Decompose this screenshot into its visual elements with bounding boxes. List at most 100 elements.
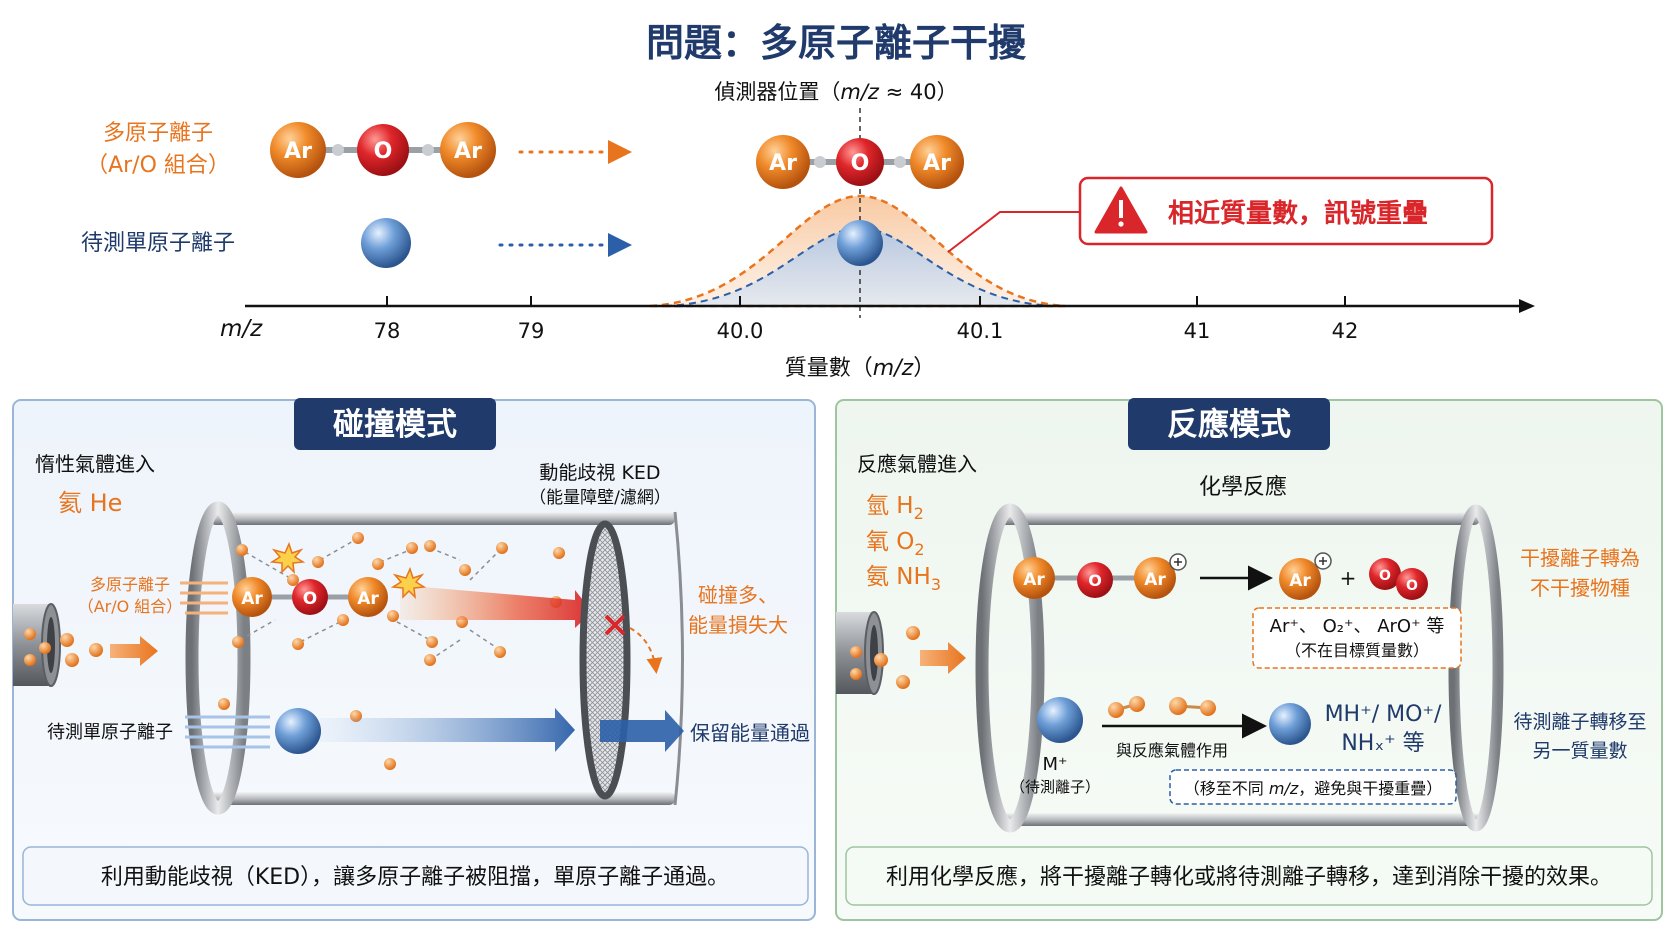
svg-text:O: O	[1406, 578, 1418, 594]
page-title: 問題：多原子離子干擾	[646, 21, 1027, 65]
gas-h2-label: 氫 H2	[866, 493, 924, 523]
interference-convert-sublabel: 不干擾物種	[1530, 576, 1630, 600]
helium-label: 氦 He	[58, 489, 122, 517]
poly-ion-molecule-center: Ar O Ar	[756, 135, 964, 189]
gas-o2-label: 氧 O2	[866, 529, 925, 559]
product-ion-icon	[1269, 703, 1311, 745]
axis-tick-label: 40.0	[717, 319, 764, 343]
mono-ion-cell-icon	[275, 708, 321, 754]
speed-lines-poly	[180, 581, 228, 615]
warning-leader-line	[947, 211, 1080, 253]
detector-label: 偵測器位置（m/z ≈ 40）	[714, 80, 957, 104]
gas-in-arrow	[110, 636, 158, 666]
mplus-note: （待測離子）	[1010, 778, 1100, 796]
shift-note: （移至不同 m/z，避免與干擾重疊）	[1184, 779, 1442, 798]
o-atom-icon	[836, 138, 884, 186]
ked-energy-barrier	[579, 520, 631, 800]
helium-particles	[239, 539, 501, 661]
svg-text:Ar: Ar	[769, 151, 797, 176]
reaction-summary: 利用化學反應，將干擾離子轉化或將待測離子轉移，達到消除干擾的效果。	[886, 864, 1612, 890]
svg-text:Ar: Ar	[1023, 570, 1045, 590]
svg-text:Ar: Ar	[454, 139, 482, 164]
o2-product: O O	[1369, 558, 1428, 600]
svg-text:Ar: Ar	[241, 589, 263, 609]
ar-plus-product: Ar	[1279, 552, 1332, 600]
svg-text:O: O	[1088, 571, 1102, 590]
axis-ticks: 78 79 40.0 40.1 41 42	[374, 296, 1359, 343]
analyte-peak	[664, 226, 1056, 307]
collision-loss-sublabel: 能量損失大	[688, 613, 788, 637]
axis-tick-label: 40.1	[957, 319, 1004, 343]
analyte-shift-label: 待測離子轉移至	[1513, 711, 1646, 733]
shift-box	[1169, 769, 1457, 805]
mono-ion-beam-arrow	[320, 708, 575, 752]
reaction-mode-header	[1128, 398, 1330, 450]
warning-box	[1078, 176, 1494, 246]
axis-tick-label: 78	[374, 319, 401, 343]
ar-atom-icon	[270, 122, 326, 178]
speed-lines-mono	[185, 715, 270, 749]
gas-inlet-nozzle-icon	[13, 603, 61, 687]
svg-text:O: O	[851, 151, 870, 176]
collision-summary: 利用動能歧視（KED），讓多原子離子被阻擋，單原子離子通過。	[101, 865, 729, 890]
warning-text: 相近質量數，訊號重疊	[1168, 198, 1428, 229]
mplus-label: M⁺	[1042, 754, 1067, 775]
poly-ion-sublabel: （Ar/O 組合）	[86, 153, 230, 178]
deflect-arrow	[629, 627, 663, 674]
products-label: Ar⁺、 O₂⁺、 ArO⁺ 等	[1270, 616, 1445, 637]
collision-summary-box	[22, 846, 809, 906]
reaction-gas-in-arrow	[920, 642, 966, 674]
mono-ion-cell-label: 待測單原子離子	[47, 722, 173, 743]
inert-gas-label: 惰性氣體進入	[35, 452, 155, 476]
svg-text:Ar: Ar	[1144, 570, 1166, 590]
axis-arrowhead-icon	[1519, 299, 1535, 313]
collision-mode-title: 碰撞模式	[333, 407, 457, 443]
gas-nh3-label: 氨 NH3	[866, 564, 941, 594]
plus-sign: +	[1340, 566, 1357, 590]
poly-ion-molecule-reaction: Ar O Ar	[1013, 553, 1187, 599]
svg-text:Ar: Ar	[284, 139, 312, 164]
analyte-shift-sublabel: 另一質量數	[1532, 740, 1627, 762]
axis-tick-label: 42	[1332, 319, 1359, 343]
chem-reaction-label: 化學反應	[1199, 474, 1287, 500]
axis-tick-label: 79	[518, 319, 545, 343]
shift-products-label: MH⁺/ MO⁺/	[1325, 702, 1442, 727]
pass-label: 保留能量通過	[690, 721, 810, 745]
ar-atom-icon	[756, 135, 810, 189]
svg-text:Ar: Ar	[1289, 571, 1311, 591]
warning-icon	[1094, 186, 1148, 234]
collision-spark-icon	[269, 541, 306, 575]
collision-mode-header	[294, 398, 496, 450]
poly-ion-molecule-collision: Ar O Ar	[232, 577, 388, 617]
mono-ion-center-icon	[837, 220, 883, 266]
reaction-gas-molecules	[1108, 696, 1216, 718]
shift-products-sublabel: NHₓ⁺ 等	[1341, 731, 1424, 756]
ar-atom-icon	[910, 135, 964, 189]
svg-text:O: O	[1379, 568, 1391, 584]
ar-atom-icon	[440, 122, 496, 178]
interference-convert-label: 干擾離子轉為	[1520, 546, 1640, 570]
collision-spark-icon	[390, 566, 427, 600]
poly-ion-label: 多原子離子	[103, 121, 213, 146]
axis-tick-label: 41	[1184, 319, 1211, 343]
poly-ion-molecule-left: Ar O Ar	[270, 122, 496, 178]
ked-label: 動能歧視 KED	[539, 462, 660, 484]
mono-ion-label: 待測單原子離子	[81, 231, 235, 256]
collision-cell	[185, 501, 684, 815]
collision-loss-label: 碰撞多、	[698, 583, 778, 607]
react-with-label: 與反應氣體作用	[1116, 741, 1228, 760]
reaction-mode-title: 反應模式	[1167, 407, 1291, 443]
svg-text:Ar: Ar	[923, 151, 951, 176]
poly-ion-cell-sublabel: （Ar/O 組合）	[78, 597, 183, 616]
axis-title: 質量數（m/z）	[785, 356, 935, 381]
svg-text:Ar: Ar	[357, 589, 379, 609]
svg-text:O: O	[374, 139, 393, 164]
axis-mz-label: m/z	[220, 316, 263, 342]
blocked-x-icon	[604, 614, 626, 636]
poly-ion-beam-arrow	[400, 585, 592, 628]
mono-ion-exit-arrow	[600, 710, 684, 752]
reaction-summary-box	[845, 846, 1653, 906]
products-note: （不在目標質量數）	[1285, 641, 1429, 660]
ked-sublabel: （能量障壁/濾網）	[529, 488, 671, 508]
